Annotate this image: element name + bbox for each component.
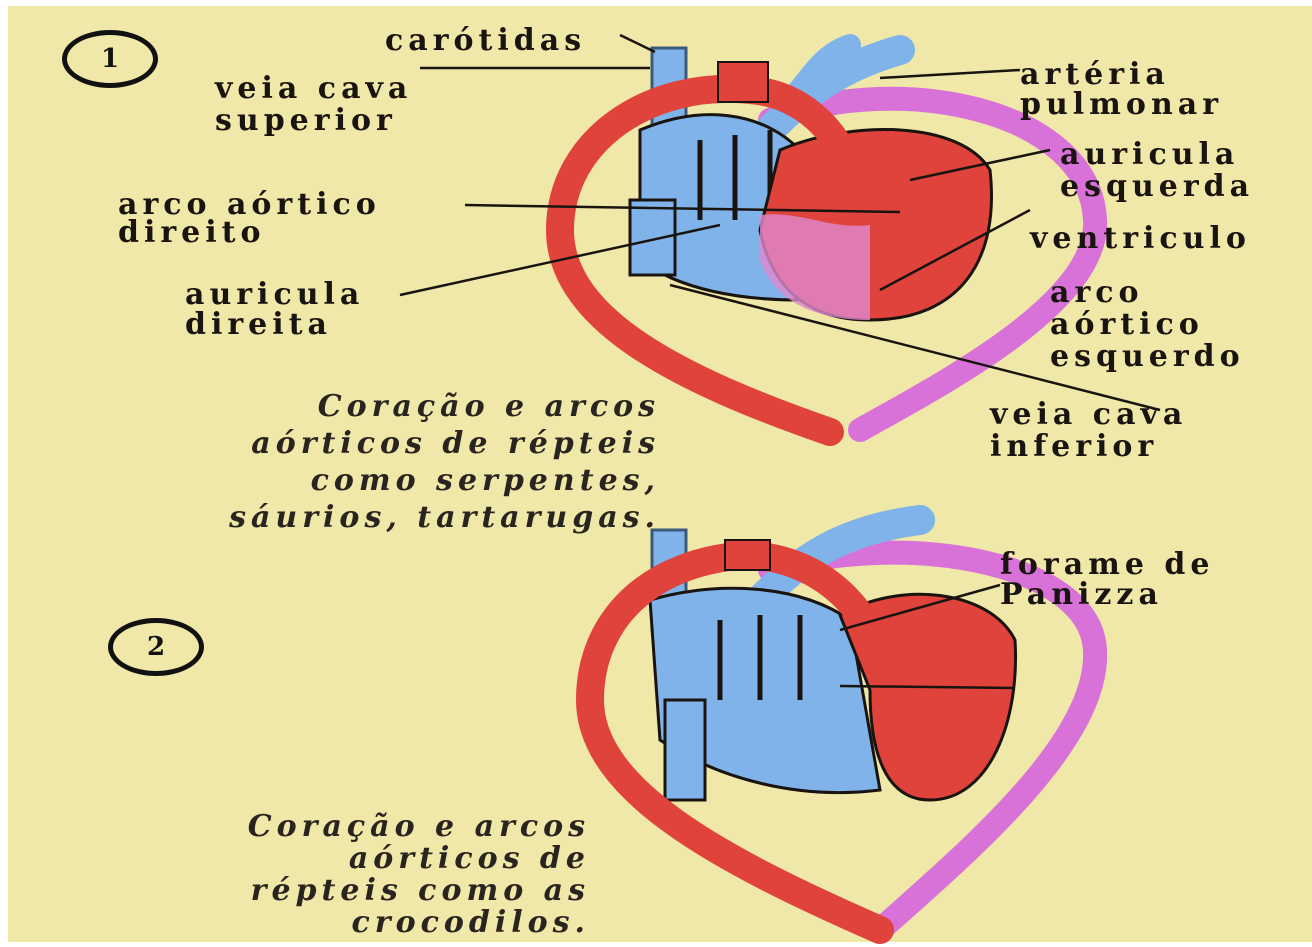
label-arteria-pulmonar-line2: pulmonar bbox=[1020, 88, 1223, 122]
caption-2-line4: crocodilos. bbox=[352, 904, 590, 941]
caption-1-line2: aórticos de répteis bbox=[251, 425, 660, 462]
label-ventriculo: ventriculo bbox=[1030, 222, 1251, 256]
label-veia-cava-superior-line1: veia cava bbox=[215, 72, 412, 106]
label-carotidas: carótidas bbox=[385, 24, 586, 58]
label-veia-cava-inferior-line1: veia cava bbox=[990, 398, 1187, 432]
caption-1-line3: como serpentes, bbox=[311, 462, 660, 499]
label-veia-cava-superior-line2: superior bbox=[215, 104, 397, 138]
label-auricula-esquerda-line2: esquerda bbox=[1060, 170, 1254, 204]
label-arco-aortico-esquerdo-line3: esquerdo bbox=[1050, 340, 1245, 374]
figure-2-number: 2 bbox=[108, 618, 204, 676]
label-forame-line2: Panizza bbox=[1000, 578, 1163, 612]
label-arco-aortico-esquerdo-line1: arco bbox=[1050, 276, 1144, 310]
label-arco-aortico-direito-line2: direito bbox=[118, 216, 266, 250]
label-auricula-esquerda-line1: auricula bbox=[1060, 138, 1239, 172]
label-auricula-direita-line2: direita bbox=[185, 308, 332, 342]
caption-1-line4: sáurios, tartarugas. bbox=[229, 499, 660, 536]
figure-1-number: 1 bbox=[62, 30, 158, 88]
label-veia-cava-inferior-line2: inferior bbox=[990, 430, 1158, 464]
label-arco-aortico-esquerdo-line2: aórtico bbox=[1050, 308, 1204, 342]
caption-1-line1: Coração e arcos bbox=[318, 388, 660, 425]
